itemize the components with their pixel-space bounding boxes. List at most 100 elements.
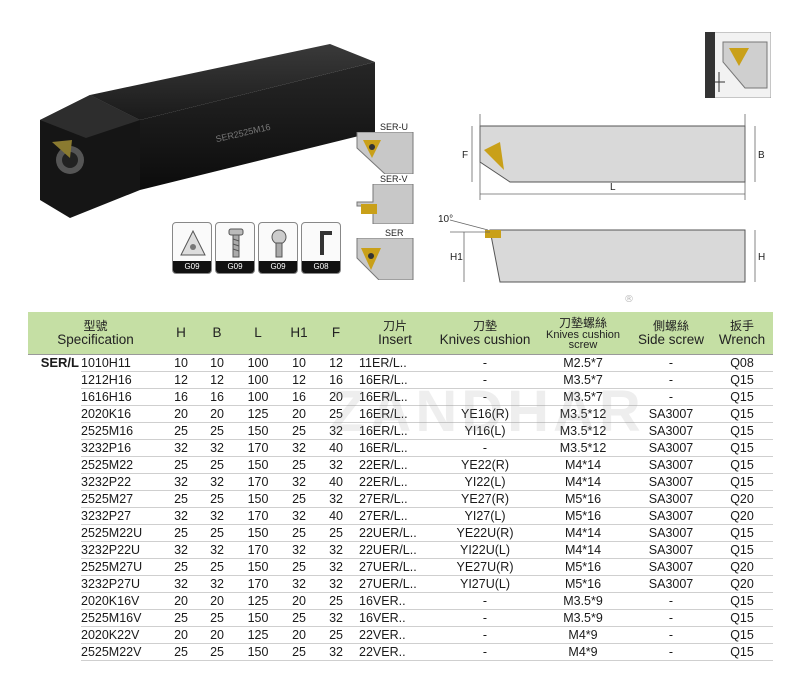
registered-mark-icon: ® [624,294,634,305]
table-cell: SA3007 [631,456,712,474]
table-cell: 1010H11 [81,353,164,372]
insert-type-v-image [356,184,414,224]
table-cell: 170 [235,473,282,491]
table-cell: - [631,626,712,644]
group-label [28,490,81,507]
insert-icon [180,229,206,256]
table-cell: 32 [317,609,356,627]
table-cell: 170 [235,541,282,559]
group-label [28,371,81,388]
table-cell: 32 [199,541,236,559]
table-cell: 100 [235,371,282,389]
table-cell: 16 [199,388,236,406]
table-cell: 25 [163,609,200,627]
part-screw: G09 [215,222,255,274]
table-cell: 125 [235,592,282,610]
table-cell: SA3007 [631,473,712,491]
table-cell: 22ER/L.. [355,473,436,491]
table-cell: SA3007 [631,439,712,457]
table-cell: 2525M16 [81,422,164,440]
table-cell: Q15 [711,609,774,627]
table-cell: 16VER.. [355,609,436,627]
table-cell: 2525M27U [81,558,164,576]
table-cell: 20 [281,405,318,423]
table-cell: 32 [199,575,236,593]
insert-type-label-u: SER-U [380,122,409,132]
table-cell: 25 [281,609,318,627]
table-cell: 22UER/L.. [355,524,436,542]
table-cell: 2020K16V [81,592,164,610]
table-cell: 32 [281,473,318,491]
table-cell: 100 [235,388,282,406]
table-cell: 25 [199,524,236,542]
table-cell: 150 [235,490,282,508]
wrench-icon [320,231,332,255]
table-cell: YE27(R) [435,490,536,508]
table-cell: Q08 [711,353,774,372]
table-cell: 32 [163,541,200,559]
group-label [28,541,81,558]
table-cell: Q15 [711,388,774,406]
table-cell: M4*9 [535,643,632,661]
group-label [28,456,81,473]
table-cell: 150 [235,558,282,576]
table-cell: 20 [163,405,200,423]
table-cell: 32 [317,575,356,593]
table-cell: 16ER/L.. [355,388,436,406]
group-label [28,524,81,541]
table-cell: 22VER.. [355,643,436,661]
table-cell: M5*16 [535,575,632,593]
table-cell: SA3007 [631,575,712,593]
group-label [28,558,81,575]
table-cell: 3232P27U [81,575,164,593]
table-cell: 32 [163,575,200,593]
table-cell: 22VER.. [355,626,436,644]
insert-type-u-image [356,132,414,174]
table-cell: 11ER/L.. [355,353,436,372]
table-cell: 16ER/L.. [355,405,436,423]
table-cell: 10 [281,353,318,372]
table-cell: 25 [317,592,356,610]
table-cell: 22UER/L.. [355,541,436,559]
table-cell: Q20 [711,575,774,593]
dim-label-f: F [462,150,468,161]
table-cell: 25 [281,558,318,576]
table-cell: 150 [235,422,282,440]
table-cell: 20 [199,626,236,644]
table-cell: - [631,592,712,610]
table-cell: 100 [235,353,282,372]
table-cell: 20 [199,592,236,610]
table-cell: 170 [235,507,282,525]
part-tag: G09 [216,261,254,273]
table-cell: M2.5*7 [535,353,632,372]
table-cell: 32 [281,439,318,457]
table-cell: 25 [199,643,236,661]
dim-label-h: H [758,252,765,263]
table-cell: SA3007 [631,558,712,576]
table-cell: Q15 [711,439,774,457]
tool-holder-image [40,44,375,218]
table-cell: YI22U(L) [435,541,536,559]
group-label [28,473,81,490]
table-cell: 2525M16V [81,609,164,627]
table-cell: 27ER/L.. [355,507,436,525]
part-wrench: G08 [301,222,341,274]
table-cell: Q20 [711,490,774,508]
header-f: F [317,312,356,354]
table-cell: 2525M27 [81,490,164,508]
table-cell: - [435,388,536,406]
